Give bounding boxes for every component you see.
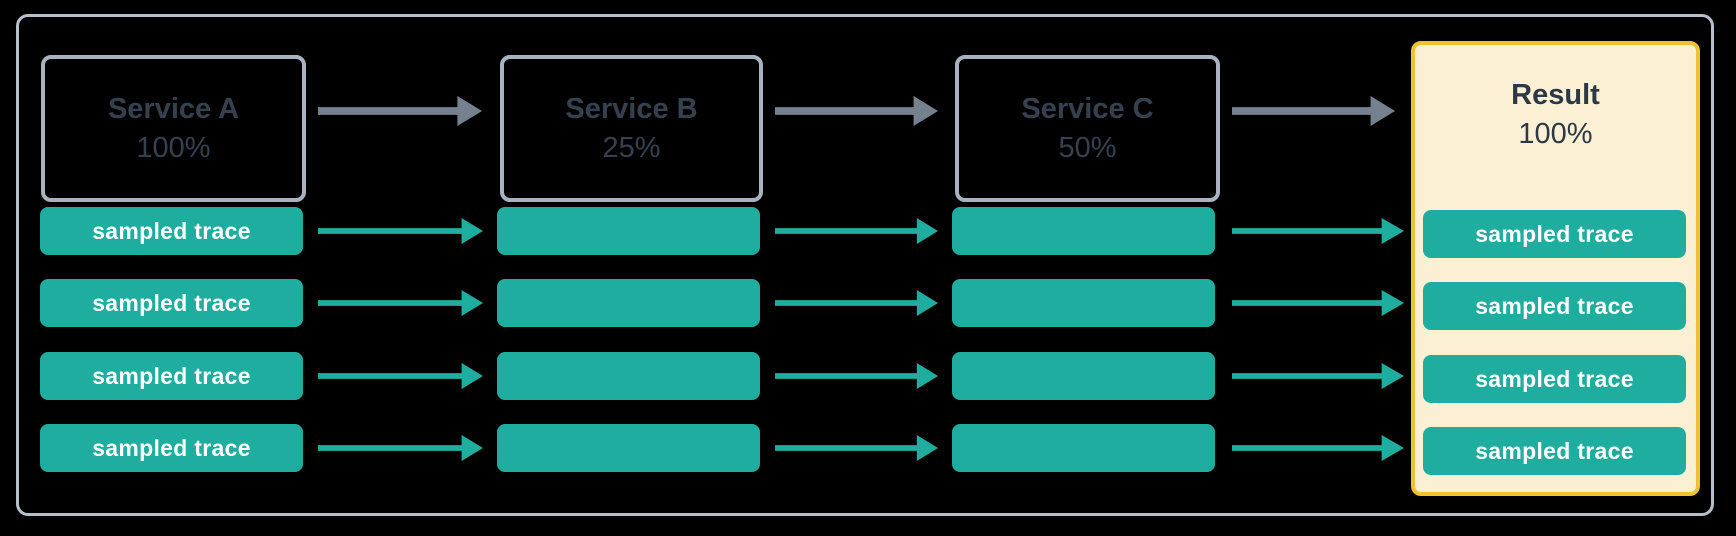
arrow-trace-c-to-result-row4-icon — [1232, 435, 1404, 461]
trace-label: sampled trace — [92, 289, 251, 316]
trace-box-service-b-row4 — [497, 424, 760, 472]
trace-box-service-b-row1 — [497, 207, 760, 255]
result-title: Result — [1511, 79, 1600, 111]
trace-label: sampled trace — [1475, 437, 1634, 464]
trace-label: sampled trace — [92, 217, 251, 244]
arrow-trace-b-to-c-row2-icon — [775, 290, 938, 316]
result-sample-rate: 100% — [1518, 118, 1593, 150]
arrow-trace-b-to-c-row1-icon — [775, 218, 938, 244]
arrow-service-a-to-b-icon — [318, 96, 482, 126]
sampling-pipeline-container: Service A 100% Service B 25% Service C 5… — [16, 14, 1714, 516]
service-b-box: Service B 25% — [500, 55, 763, 202]
trace-box-service-a-row4: sampled trace — [40, 424, 303, 472]
service-a-title: Service A — [107, 93, 240, 125]
trace-box-result-row2: sampled trace — [1423, 282, 1686, 330]
arrow-trace-a-to-b-row4-icon — [318, 435, 483, 461]
arrow-trace-a-to-b-row2-icon — [318, 290, 483, 316]
trace-box-service-a-row2: sampled trace — [40, 279, 303, 327]
trace-box-service-b-row2 — [497, 279, 760, 327]
result-header: Result 100% — [1415, 45, 1696, 184]
service-b-title: Service B — [565, 93, 698, 125]
arrow-service-b-to-c-icon — [775, 96, 938, 126]
trace-label: sampled trace — [1475, 365, 1634, 392]
service-a-box: Service A 100% — [41, 55, 306, 202]
trace-label: sampled trace — [92, 434, 251, 461]
arrow-trace-a-to-b-row1-icon — [318, 218, 483, 244]
trace-box-service-a-row3: sampled trace — [40, 352, 303, 400]
trace-box-result-row1: sampled trace — [1423, 210, 1686, 258]
trace-box-service-c-row1 — [952, 207, 1215, 255]
trace-box-result-row4: sampled trace — [1423, 427, 1686, 475]
arrow-trace-c-to-result-row1-icon — [1232, 218, 1404, 244]
trace-label: sampled trace — [1475, 220, 1634, 247]
trace-box-service-c-row4 — [952, 424, 1215, 472]
service-c-box: Service C 50% — [955, 55, 1220, 202]
service-a-sample-rate: 100% — [136, 132, 211, 164]
trace-box-service-c-row3 — [952, 352, 1215, 400]
result-box: Result 100% sampled trace sampled trace … — [1411, 41, 1700, 496]
service-c-sample-rate: 50% — [1058, 132, 1117, 164]
arrow-service-c-to-result-icon — [1232, 96, 1395, 126]
service-c-title: Service C — [1021, 93, 1154, 125]
trace-box-result-row3: sampled trace — [1423, 355, 1686, 403]
trace-label: sampled trace — [92, 362, 251, 389]
arrow-trace-a-to-b-row3-icon — [318, 363, 483, 389]
trace-box-service-b-row3 — [497, 352, 760, 400]
trace-box-service-c-row2 — [952, 279, 1215, 327]
arrow-trace-c-to-result-row3-icon — [1232, 363, 1404, 389]
arrow-trace-b-to-c-row4-icon — [775, 435, 938, 461]
service-b-sample-rate: 25% — [602, 132, 661, 164]
trace-label: sampled trace — [1475, 292, 1634, 319]
arrow-trace-b-to-c-row3-icon — [775, 363, 938, 389]
trace-box-service-a-row1: sampled trace — [40, 207, 303, 255]
arrow-trace-c-to-result-row2-icon — [1232, 290, 1404, 316]
